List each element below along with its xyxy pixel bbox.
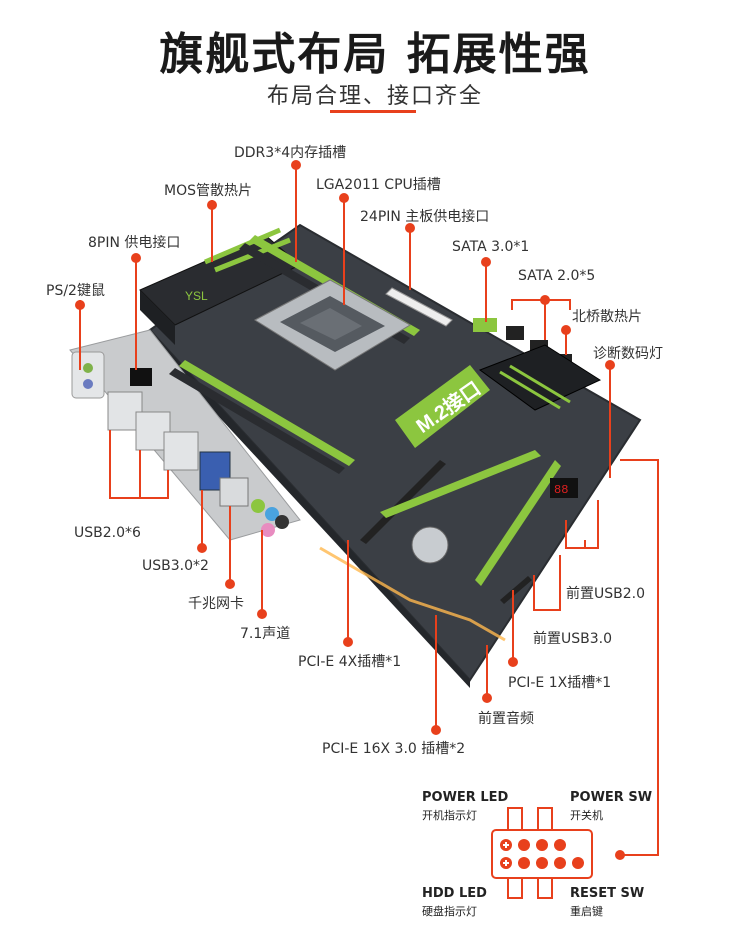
- label-power-sw-cn: 开关机: [570, 809, 603, 822]
- cpu-socket: [254, 279, 411, 371]
- label-power-led-cn: 开机指示灯: [422, 809, 477, 822]
- label-lan: 千兆网卡: [188, 596, 244, 612]
- label-front-usb3: 前置USB3.0: [533, 631, 613, 647]
- label-debug: 诊断数码灯: [593, 346, 663, 362]
- label-audio: 7.1声道: [240, 626, 291, 642]
- label-mos: MOS管散热片: [164, 183, 252, 199]
- ps2-port: [71, 351, 105, 399]
- board-edge: [146, 330, 470, 688]
- label-hdd-led-cn: 硬盘指示灯: [422, 905, 477, 918]
- page-title: 旗舰式布局 拓展性强: [159, 29, 591, 80]
- northbridge-heatsink: [478, 344, 602, 411]
- label-sata3: SATA 3.0*1: [452, 239, 530, 255]
- page-subtitle: 布局合理、接口齐全: [266, 84, 483, 109]
- pcie-slots: [360, 450, 561, 604]
- label-reset-sw: RESET SW: [570, 886, 645, 901]
- label-northbridge: 北桥散热片: [572, 309, 642, 325]
- label-ddr3: DDR3*4内存插槽: [234, 145, 347, 161]
- label-sata2: SATA 2.0*5: [518, 268, 596, 284]
- 8pin-connector: [130, 368, 152, 386]
- audio-jacks: [251, 499, 289, 537]
- label-usb3: USB3.0*2: [142, 558, 209, 574]
- label-front-audio: 前置音频: [478, 711, 534, 727]
- cmos-battery: [411, 526, 449, 564]
- label-pcie4x: PCI-E 4X插槽*1: [298, 654, 402, 670]
- label-usb2: USB2.0*6: [74, 525, 141, 541]
- heatsink-logo: YSL: [185, 289, 208, 303]
- label-front-usb2: 前置USB2.0: [566, 586, 646, 602]
- label-power-sw: POWER SW: [570, 790, 653, 805]
- label-lga: LGA2011 CPU插槽: [316, 177, 441, 193]
- subtitle-underline: [330, 110, 416, 113]
- label-pcie16x: PCI-E 16X 3.0 插槽*2: [322, 741, 466, 757]
- m2-slot-label-bg: [395, 365, 490, 448]
- usb2-ports: [107, 391, 199, 471]
- label-reset-sw-cn: 重启键: [570, 905, 603, 918]
- 24pin-connector: [385, 287, 453, 327]
- label-pcie1x: PCI-E 1X插槽*1: [508, 675, 612, 691]
- svg-text:88: 88: [554, 483, 568, 497]
- sata3-port: [473, 318, 497, 332]
- lan-port: [219, 477, 249, 507]
- label-24pin: 24PIN 主板供电接口: [360, 209, 490, 225]
- label-ps2: PS/2键鼠: [46, 283, 105, 299]
- label-8pin: 8PIN 供电接口: [88, 235, 181, 251]
- debug-led: [550, 478, 578, 498]
- front-panel-header: [491, 807, 593, 899]
- label-hdd-led: HDD LED: [422, 886, 487, 901]
- label-power-led: POWER LED: [422, 790, 509, 805]
